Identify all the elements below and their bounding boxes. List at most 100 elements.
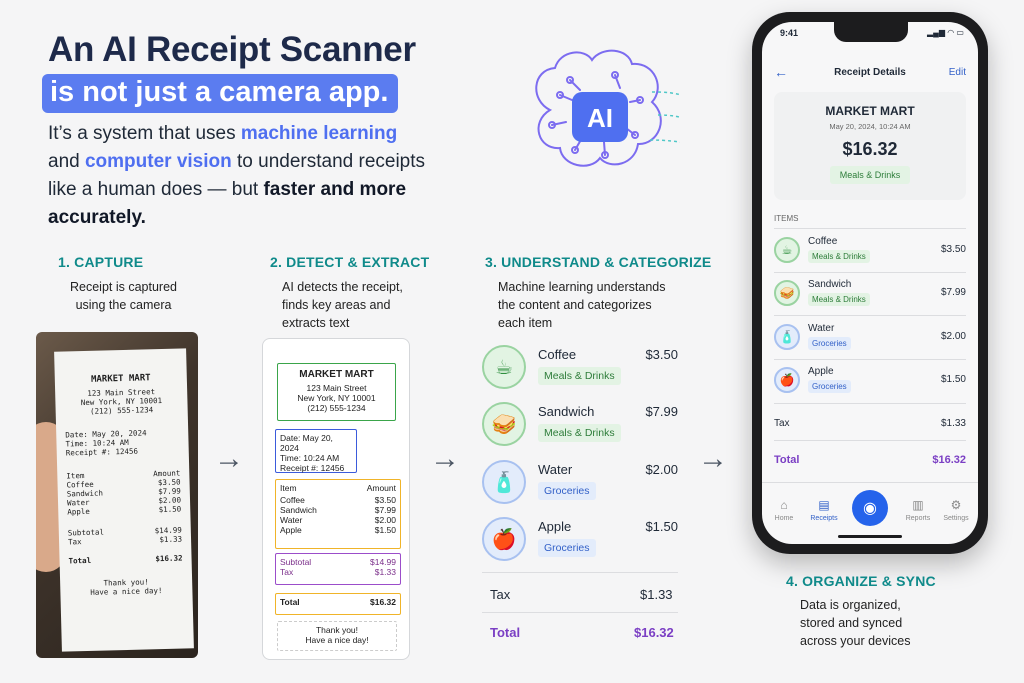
- desc-line: extracts text: [282, 316, 350, 330]
- footer-detection-box: Thank you! Have a nice day!: [277, 621, 397, 651]
- sandwich-icon: 🥪: [774, 279, 800, 306]
- intro-highlight-cv: computer vision: [84, 151, 232, 172]
- item-price: $2.00: [645, 462, 678, 477]
- thanks-line: Thank you!: [315, 625, 359, 635]
- intro-bold: faster and more accurately.: [48, 179, 407, 228]
- item-name: Sandwich: [538, 404, 595, 419]
- divider: [774, 403, 966, 404]
- receipt-time: Time: 10:24 AM: [280, 453, 340, 463]
- coffee-icon: ☕: [482, 345, 526, 389]
- item-name: Water: [808, 323, 835, 334]
- date-detection-box: Date: May 20, 2024 Time: 10:24 AM Receip…: [275, 429, 357, 473]
- divider: [774, 315, 966, 316]
- category-item: 🍎 Apple $1.50 Groceries: [482, 515, 678, 565]
- items-header: ITEMS: [774, 214, 799, 223]
- step-organize-desc: Data is organized, stored and synced acr…: [800, 596, 910, 650]
- receipt-address: 123 Main Street: [306, 383, 367, 393]
- tab-reports[interactable]: ▥Reports: [898, 498, 938, 522]
- item-amount: $7.99: [374, 505, 396, 515]
- step-capture-desc: Receipt is captured using the camera: [70, 278, 177, 314]
- intro-part: It’s a system that uses: [48, 123, 241, 144]
- total-value: $16.32: [932, 454, 966, 466]
- receipt-icon: ▤: [818, 498, 830, 512]
- camera-icon: ◉: [863, 500, 877, 517]
- status-icons: ▂▄▆ ◠ ▭: [927, 28, 964, 37]
- item-amount: $2.00: [374, 515, 396, 525]
- arrow-right-icon: →: [214, 442, 244, 475]
- phone-mockup: 9:41 ▂▄▆ ◠ ▭ ← Receipt Details Edit MARK…: [752, 12, 988, 554]
- item-name: Water: [538, 462, 573, 477]
- title-highlight: is not just a camera app.: [42, 74, 399, 113]
- col-item: Item: [280, 483, 297, 493]
- camera-button[interactable]: ◉: [852, 490, 888, 526]
- receipt-address: New York, NY 10001: [297, 393, 376, 403]
- divider: [762, 482, 978, 483]
- desc-line: using the camera: [75, 298, 172, 312]
- receipt-amount: $16.32: [842, 139, 898, 159]
- item-price: $7.99: [645, 404, 678, 419]
- arrow-right-icon: →: [698, 442, 728, 475]
- desc-line: Data is organized,: [800, 598, 901, 612]
- receipt-phone: (212) 555-1234: [307, 403, 366, 413]
- item-name: Coffee: [808, 236, 838, 247]
- receipt-store: MARKET MART: [90, 373, 151, 385]
- tab-settings[interactable]: ⚙Settings: [936, 498, 976, 522]
- receipt-photo: MARKET MART 123 Main Street New York, NY…: [36, 332, 198, 658]
- back-arrow-icon[interactable]: ←: [774, 64, 788, 80]
- total-label: Total: [68, 555, 92, 566]
- water-bottle-icon: 🧴: [482, 460, 526, 504]
- tax-value: $1.33: [640, 587, 673, 602]
- tab-label: Receipts: [810, 515, 838, 522]
- tab-label: Settings: [943, 515, 969, 522]
- item-price: $2.00: [940, 331, 966, 342]
- subtotal-label: Subtotal: [280, 557, 312, 567]
- total-detection-box: Total$16.32: [275, 593, 401, 615]
- divider: [774, 359, 966, 360]
- step-understand-desc: Machine learning understands the content…: [498, 278, 665, 332]
- divider: [774, 440, 966, 441]
- intro-part: to understand receipts like a human does…: [48, 151, 426, 200]
- header-detection-box: MARKET MART 123 Main Street New York, NY…: [277, 363, 396, 421]
- item-price: $1.50: [940, 374, 966, 385]
- category-item: ☕ Coffee $3.50 Meals & Drinks: [482, 343, 678, 393]
- tax-label: Tax: [280, 567, 294, 577]
- water-bottle-icon: 🧴: [774, 323, 800, 350]
- nav-title: Receipt Details: [834, 67, 906, 78]
- item-tag: Groceries: [808, 337, 851, 350]
- item-tag: Groceries: [808, 380, 851, 393]
- step-capture-title: 1. CAPTURE: [58, 254, 144, 270]
- store-name: MARKET MART: [825, 104, 915, 118]
- tab-home[interactable]: ⌂Home: [764, 498, 804, 522]
- total-label: Total: [490, 625, 521, 640]
- intro-highlight-ml: machine learning: [240, 123, 398, 144]
- status-time: 9:41: [780, 28, 799, 38]
- desc-line: finds key areas and: [282, 298, 391, 312]
- subtotal-detection-box: Subtotal$14.99 Tax$1.33: [275, 553, 401, 585]
- receipt-datetime: May 20, 2024, 10:24 AM: [829, 122, 911, 131]
- tab-receipts[interactable]: ▤ Receipts: [804, 498, 844, 522]
- tax-label: Tax: [67, 537, 82, 547]
- subtotal-value: $14.99: [370, 557, 396, 567]
- desc-line: across your devices: [800, 634, 911, 648]
- item-tag: Meals & Drinks: [808, 293, 870, 306]
- step-understand-title: 3. UNDERSTAND & CATEGORIZE: [485, 254, 712, 270]
- intro-part: and: [48, 151, 85, 172]
- edit-button[interactable]: Edit: [948, 67, 966, 78]
- desc-line: the content and categorizes: [498, 298, 652, 312]
- category-tag: Meals & Drinks: [538, 424, 621, 442]
- desc-line: each item: [498, 316, 553, 330]
- detected-receipt: MARKET MART 123 Main Street New York, NY…: [262, 338, 410, 660]
- desc-line: Machine learning understands: [498, 280, 666, 294]
- item-price: $3.50: [940, 244, 966, 255]
- bar-chart-icon: ▥: [912, 498, 924, 512]
- ai-label: AI: [587, 103, 613, 133]
- item-price: $1.50: [645, 519, 678, 534]
- tax-value: $1.33: [940, 418, 966, 429]
- category-badge: Meals & Drinks: [829, 166, 911, 184]
- intro-text: It’s a system that uses machine learning…: [48, 120, 428, 232]
